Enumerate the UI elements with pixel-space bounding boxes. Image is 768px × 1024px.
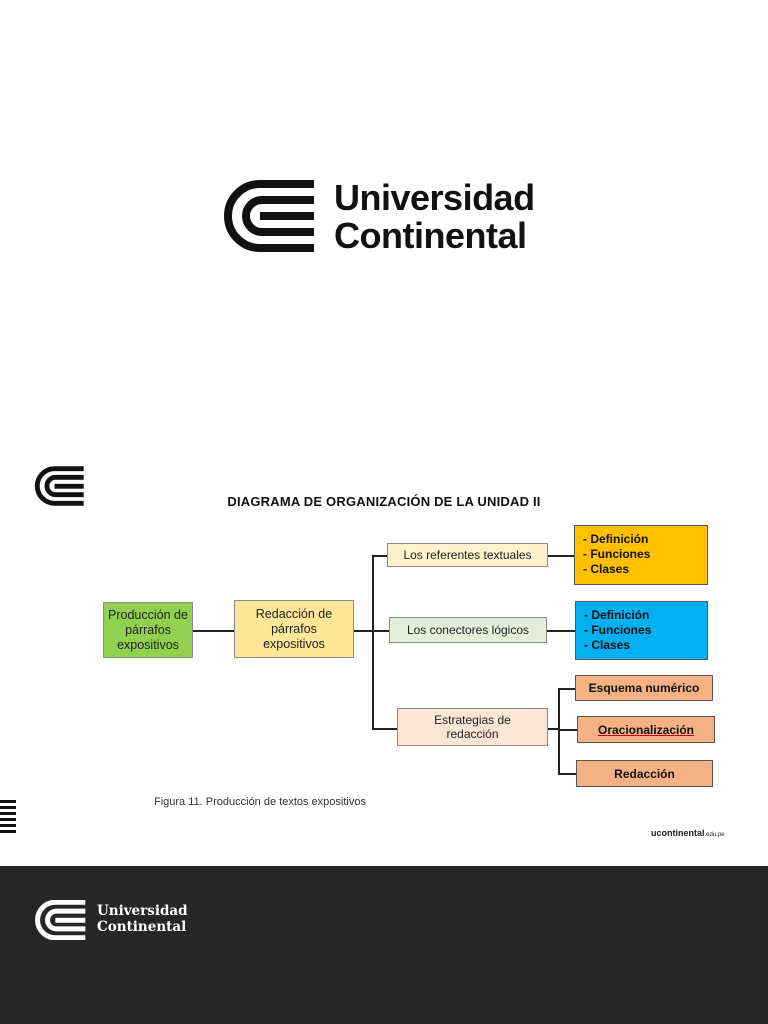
branch-label: Los referentes textuales xyxy=(403,547,532,562)
list-item: - Definición xyxy=(584,608,650,622)
estrategias-item-redaccion: Redacción xyxy=(576,760,713,787)
connector-line xyxy=(547,728,559,730)
list-item: - Clases xyxy=(584,638,631,652)
connector-line xyxy=(546,630,576,632)
list-item: - Funciones xyxy=(584,623,652,637)
connector-line xyxy=(558,773,577,775)
list-item: Esquema numérico xyxy=(588,681,700,695)
connector-line xyxy=(558,729,578,731)
continental-logo-mark-icon xyxy=(224,180,314,252)
cover-brand-line2: Continental xyxy=(334,215,527,256)
list-item: - Clases xyxy=(583,562,630,576)
level1-node-label: Redacción de párrafos expositivos xyxy=(255,606,333,651)
connector-line xyxy=(372,555,374,729)
branch-label: Los conectores lógicos xyxy=(406,622,530,637)
site-suffix: .edu.pe xyxy=(704,832,725,838)
connector-line xyxy=(372,728,398,730)
branch-referentes: Los referentes textuales xyxy=(387,543,548,567)
footer-brand-line2: Continental xyxy=(97,919,187,935)
diagram-title: DIAGRAMA DE ORGANIZACIÓN DE LA UNIDAD II xyxy=(227,494,541,509)
list-item: - Definición xyxy=(583,532,649,546)
branch-estrategias: Estrategias de redacción xyxy=(397,708,548,746)
list-item: - Funciones xyxy=(583,547,651,561)
connector-line xyxy=(547,555,575,557)
level1-node: Redacción de párrafos expositivos xyxy=(234,600,354,658)
footer-banner: Universidad Continental xyxy=(0,866,768,1024)
connector-line xyxy=(558,688,560,774)
connector-line xyxy=(193,630,235,632)
continental-logo-mark-icon xyxy=(35,900,86,940)
connector-line xyxy=(353,630,373,632)
list-item: Redacción xyxy=(614,766,675,781)
footer-brand-line1: Universidad xyxy=(97,903,188,919)
site-url: ucontinental.edu.pe xyxy=(651,828,725,838)
connector-line xyxy=(372,555,388,557)
estrategias-item-esquema: Esquema numérico xyxy=(575,675,713,701)
cover-brand-line1: Universidad xyxy=(334,177,535,218)
connector-line xyxy=(372,630,390,632)
root-node-label: Producción de párrafos expositivos xyxy=(108,607,188,652)
connector-line xyxy=(558,688,576,690)
side-bars-icon xyxy=(0,800,16,833)
continental-logo-mark-icon xyxy=(34,466,84,506)
list-item: Oracionalización xyxy=(597,722,695,737)
site-name: ucontinental xyxy=(651,828,705,838)
figure-caption: Figura 11. Producción de textos expositi… xyxy=(154,796,366,808)
cover-logo: Universidad Continental xyxy=(222,178,552,254)
root-node: Producción de párrafos expositivos xyxy=(103,602,193,658)
estrategias-item-oracionalizacion: Oracionalización xyxy=(577,716,715,743)
branch-conectores: Los conectores lógicos xyxy=(389,617,547,643)
conectores-items-box: - Definición - Funciones - Clases xyxy=(575,601,708,660)
branch-label: Estrategias de redacción xyxy=(434,712,511,741)
referentes-items-box: - Definición - Funciones - Clases xyxy=(574,525,708,585)
